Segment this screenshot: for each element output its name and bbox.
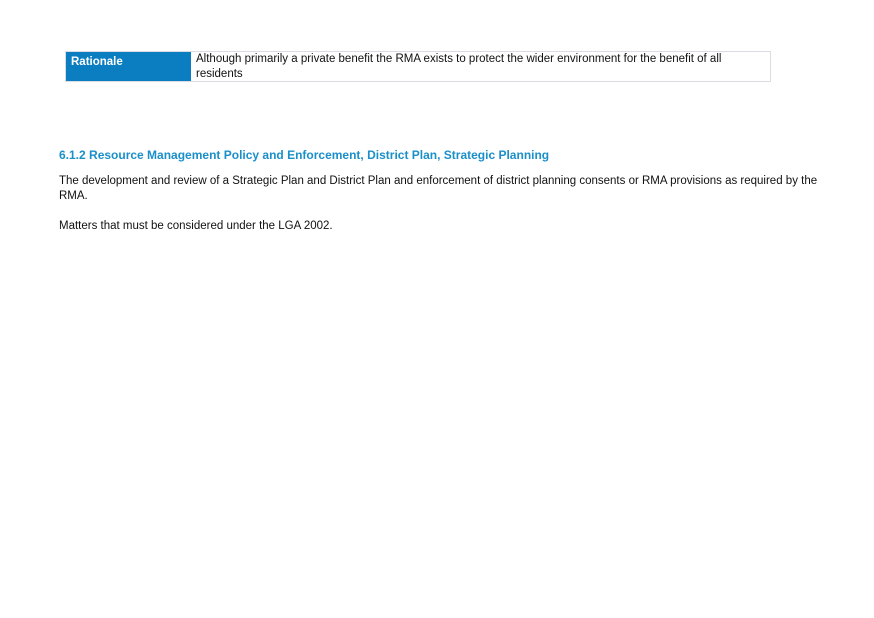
section-heading: 6.1.2 Resource Management Policy and Enf… [59,148,550,162]
section-paragraph-matters: Matters that must be considered under th… [59,220,333,232]
rationale-label: Rationale [66,52,191,81]
rationale-table: Rationale Although primarily a private b… [65,51,771,82]
section-paragraph-development: The development and review of a Strategi… [59,175,818,202]
rationale-text: Although primarily a private benefit the… [196,53,722,80]
